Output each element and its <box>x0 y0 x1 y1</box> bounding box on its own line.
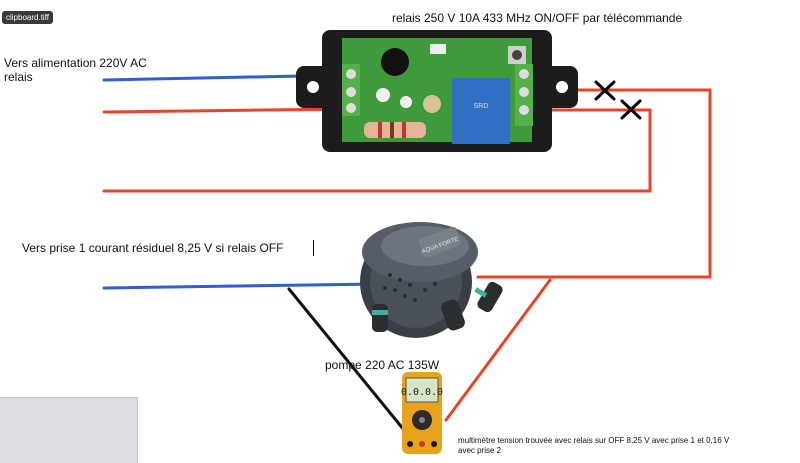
svg-text:SRD: SRD <box>474 103 489 110</box>
cut-marks <box>594 80 642 120</box>
socket-neutral-wire <box>102 282 380 290</box>
multimeter-probe-red <box>444 278 552 422</box>
wires <box>102 73 712 432</box>
multimeter-icon <box>402 372 442 454</box>
multimeter-display: 0.0.0.0 <box>401 387 443 398</box>
cut-x-1-icon <box>594 80 616 101</box>
relay-module-icon: SRD <box>296 30 578 152</box>
relay-output-wire-1 <box>476 88 712 279</box>
diagram-title: relais 250 V 10A 433 MHz ON/OFF par télé… <box>392 11 683 25</box>
multimeter-note-line-2: avec prise 2 <box>458 446 502 455</box>
file-name-tag: clipboard.tiff <box>2 11 53 24</box>
socket-label: Vers prise 1 courant résiduel 8,25 V si … <box>22 241 284 255</box>
pump-label: pompe 220 AC 135W <box>325 358 440 372</box>
multimeter-note: multimètre tension trouvée avec relais s… <box>458 436 729 456</box>
multimeter-note-line-1: multimètre tension trouvée avec relais s… <box>458 436 730 445</box>
gray-panel <box>0 397 138 463</box>
multimeter-probe-black <box>287 287 406 432</box>
power-label-line-2: relais <box>4 70 33 84</box>
cut-x-2-icon <box>620 99 642 120</box>
supply-live-wire <box>102 107 352 114</box>
pump-icon <box>360 222 503 338</box>
text-cursor <box>313 240 314 256</box>
relay-output-wire-2 <box>102 108 652 193</box>
power-label: Vers alimentation 220V AC relais <box>4 56 147 84</box>
power-label-line-1: Vers alimentation 220V AC <box>4 56 147 70</box>
